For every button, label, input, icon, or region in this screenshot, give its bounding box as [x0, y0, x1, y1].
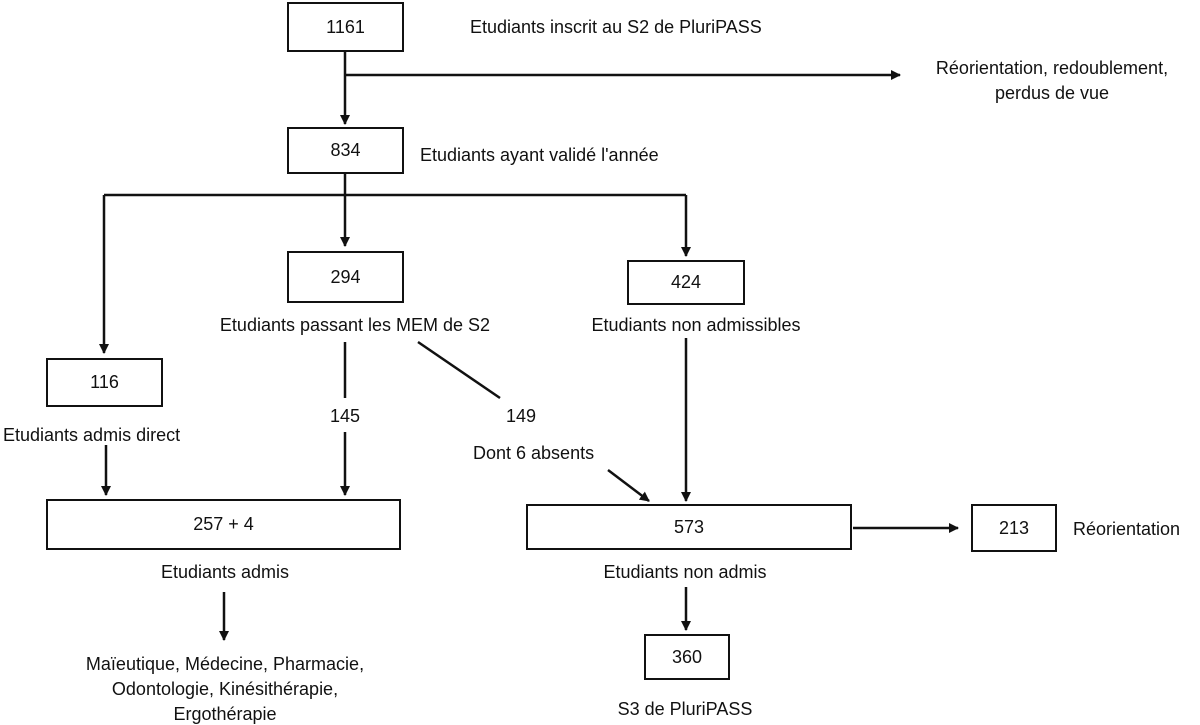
node-non-admissibles-box: 424 [627, 260, 745, 305]
edge-label-absents: Dont 6 absents [473, 443, 595, 463]
node-admis-direct-box: 116 [46, 358, 163, 407]
node-admis-box: 257 + 4 [46, 499, 401, 550]
edge-absents-non-admis [607, 469, 650, 502]
node-inscrits-label: Etudiants inscrit au S2 de PluriPASS [470, 17, 762, 37]
filieres-line1: Maïeutique, Médecine, Pharmacie, [85, 654, 365, 674]
filieres-label: Maïeutique, Médecine, Pharmacie, Odontol… [40, 653, 410, 725]
node-valide-box: 834 [287, 127, 404, 174]
node-s3-label: S3 de PluriPASS [617, 699, 753, 719]
node-reorientation-label: Réorientation [1073, 519, 1181, 539]
node-mem-box: 294 [287, 251, 404, 303]
filieres-line2: Odontologie, Kinésithérapie, [111, 679, 339, 699]
filieres-line3: Ergothérapie [173, 704, 277, 724]
node-admis-label: Etudiants admis [160, 562, 290, 582]
node-reorientation-box: 213 [971, 504, 1057, 552]
node-admis-direct-label: Etudiants admis direct [3, 425, 181, 445]
node-non-admis-label: Etudiants non admis [603, 562, 767, 582]
node-non-admissibles-label: Etudiants non admissibles [591, 315, 801, 335]
node-inscrits-box: 1161 [287, 2, 404, 52]
node-valide-label: Etudiants ayant validé l'année [420, 145, 659, 165]
node-non-admis-box: 573 [526, 504, 852, 550]
edge-label-145: 145 [329, 406, 361, 426]
edge-mem-non-admis-diag [417, 340, 501, 400]
node-s3-box: 360 [644, 634, 730, 680]
edge-label-149: 149 [505, 406, 537, 426]
node-mem-label: Etudiants passant les MEM de S2 [219, 315, 491, 335]
reorientation-top-line2: perdus de vue [994, 83, 1110, 103]
reorientation-top-label: Réorientation, redoublement, perdus de v… [908, 57, 1196, 104]
reorientation-top-line1: Réorientation, redoublement, [935, 58, 1169, 78]
